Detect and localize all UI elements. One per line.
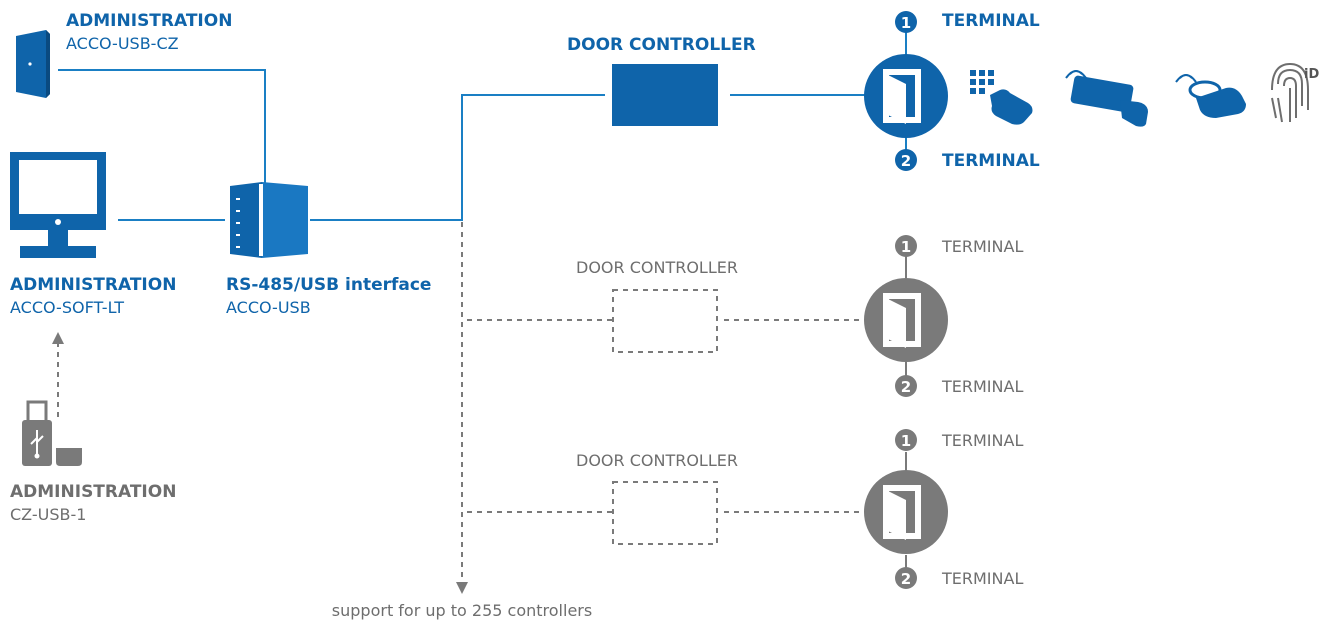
controller-2-label: DOOR CONTROLLER: [576, 258, 738, 277]
card-reader-icon: [16, 30, 50, 98]
c3-terminal-2-number: 2: [901, 570, 911, 588]
c2-terminal-2-badge: 2: [895, 375, 917, 397]
terminal-1-number: 1: [901, 14, 911, 32]
c3-terminal-1-badge: 1: [895, 429, 917, 451]
c3-terminal-1-number: 1: [901, 432, 911, 450]
line-reader-to-interface: [58, 69, 266, 190]
terminal-2-number: 2: [901, 152, 911, 170]
door-controller-1: [612, 64, 718, 126]
door-terminal-2: [864, 278, 948, 362]
c2-terminal-2-number: 2: [901, 378, 911, 396]
door-controller-2: [612, 289, 718, 353]
c3-terminal-2-badge: 2: [895, 567, 917, 589]
computer-title: ADMINISTRATION: [10, 275, 176, 295]
reader-name: ACCO-USB-CZ: [66, 34, 179, 53]
proximity-card-icon: [1065, 70, 1148, 127]
fingerprint-badge: iD: [1304, 67, 1319, 82]
usb-name: CZ-USB-1: [10, 505, 86, 524]
c2-terminal-1-badge: 1: [895, 235, 917, 257]
c2-terminal-2-label: TERMINAL: [941, 377, 1023, 396]
c3-terminal-1-label: TERMINAL: [941, 431, 1023, 450]
capacity-note: support for up to 255 controllers: [332, 601, 592, 620]
reader-title: ADMINISTRATION: [66, 11, 232, 31]
controller-1-label: DOOR CONTROLLER: [567, 35, 756, 55]
fingerprint-icon: iD: [1271, 62, 1319, 123]
usb-title: ADMINISTRATION: [10, 482, 176, 502]
door-terminal-1: [864, 54, 948, 138]
terminal-1-label: TERMINAL: [942, 11, 1040, 31]
door-controller-3: [612, 481, 718, 545]
door-icon: [883, 69, 921, 124]
computer-monitor-icon: [10, 152, 106, 258]
interface-title: RS-485/USB interface: [226, 275, 431, 295]
connections: [52, 30, 907, 594]
c2-terminal-1-number: 1: [901, 238, 911, 256]
terminal-2-label: TERMINAL: [942, 151, 1040, 171]
controller-3-label: DOOR CONTROLLER: [576, 451, 738, 470]
terminal-1-badge: 1: [895, 11, 917, 33]
terminal-2-badge: 2: [895, 149, 917, 171]
bus-arrow-icon: [456, 582, 468, 594]
line-interface-to-bus: [310, 94, 605, 221]
c2-terminal-1-label: TERMINAL: [941, 237, 1023, 256]
interface-name: ACCO-USB: [226, 298, 311, 317]
door-icon: [883, 293, 921, 348]
key-fob-icon: [1175, 74, 1246, 118]
door-terminal-3: [864, 470, 948, 554]
interface-module-icon: [230, 182, 308, 258]
usb-arrow-icon: [52, 332, 64, 344]
computer-name: ACCO-SOFT-LT: [10, 298, 124, 317]
keypad-hand-icon: [970, 70, 1033, 125]
c3-terminal-2-label: TERMINAL: [941, 569, 1023, 588]
door-icon: [883, 485, 921, 540]
usb-stick-icon: [22, 400, 82, 466]
